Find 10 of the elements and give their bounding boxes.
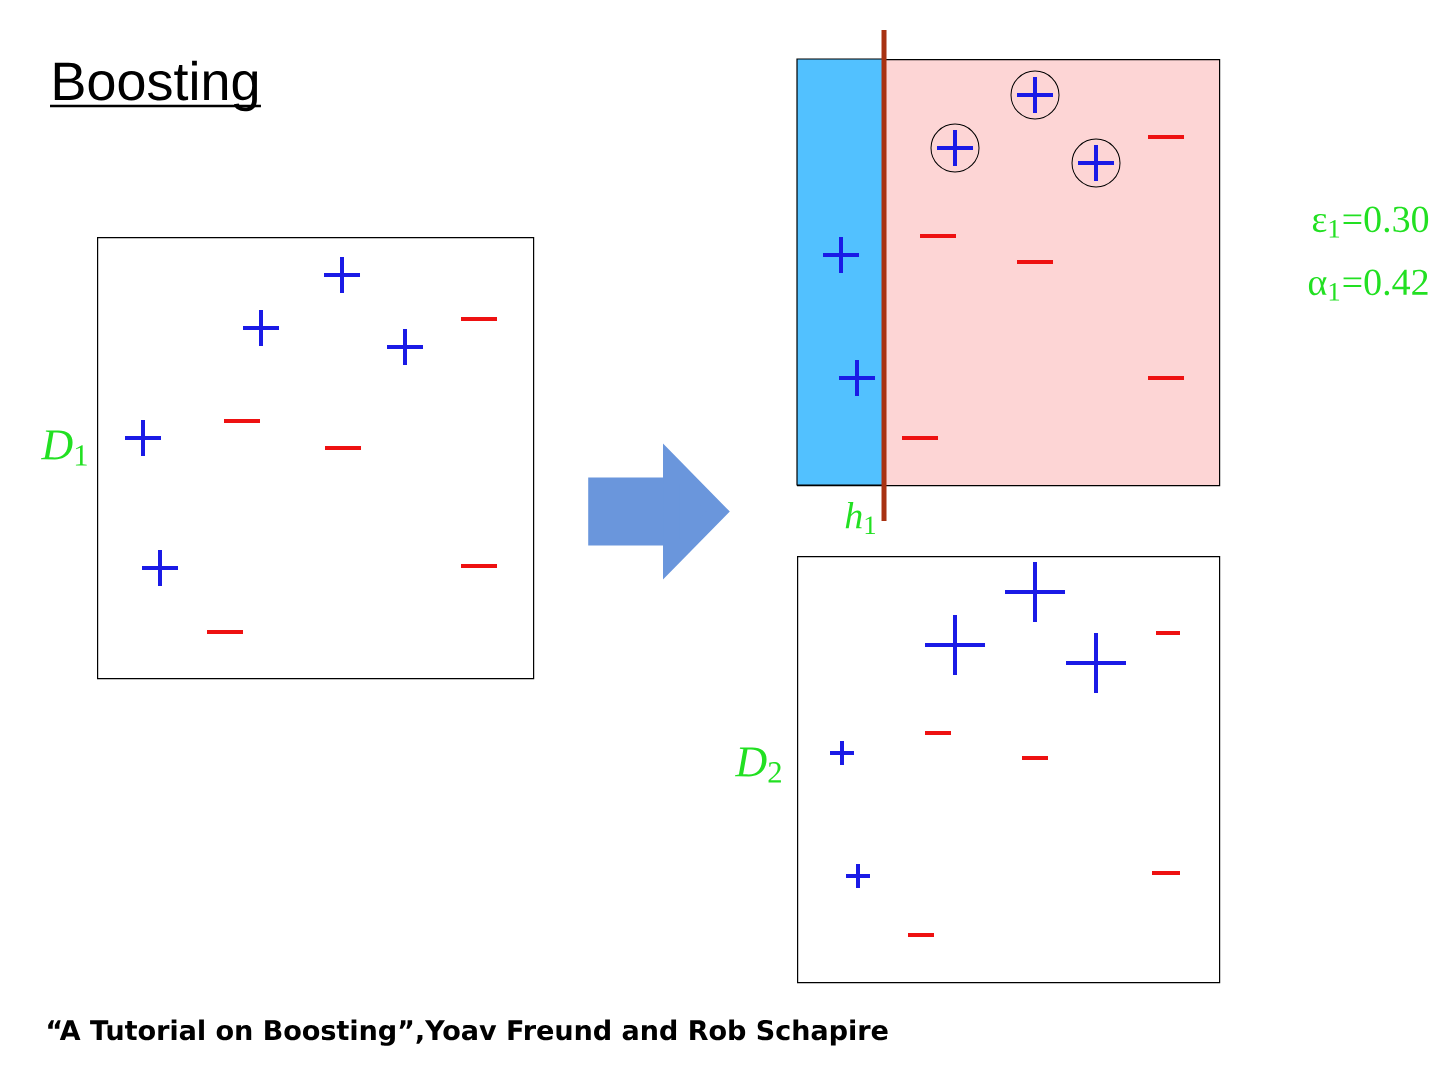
math-label: h$_{1}$	[845, 502, 875, 534]
classified-region	[796, 58, 1221, 487]
caption: “A Tutorial on Boosting”,Yoav Freund and Rob Schapire	[48, 1019, 888, 1046]
sample-box	[797, 556, 1221, 984]
math-label: ε$_{1}$=0.30	[1312, 206, 1429, 238]
math-label: α$_{1}$=0.42	[1308, 269, 1428, 301]
sample-box	[97, 237, 535, 680]
slide-title: Boosting	[54, 60, 258, 112]
math-label: D$_{2}$	[734, 747, 781, 783]
math-label: D$_{1}$	[40, 430, 87, 466]
